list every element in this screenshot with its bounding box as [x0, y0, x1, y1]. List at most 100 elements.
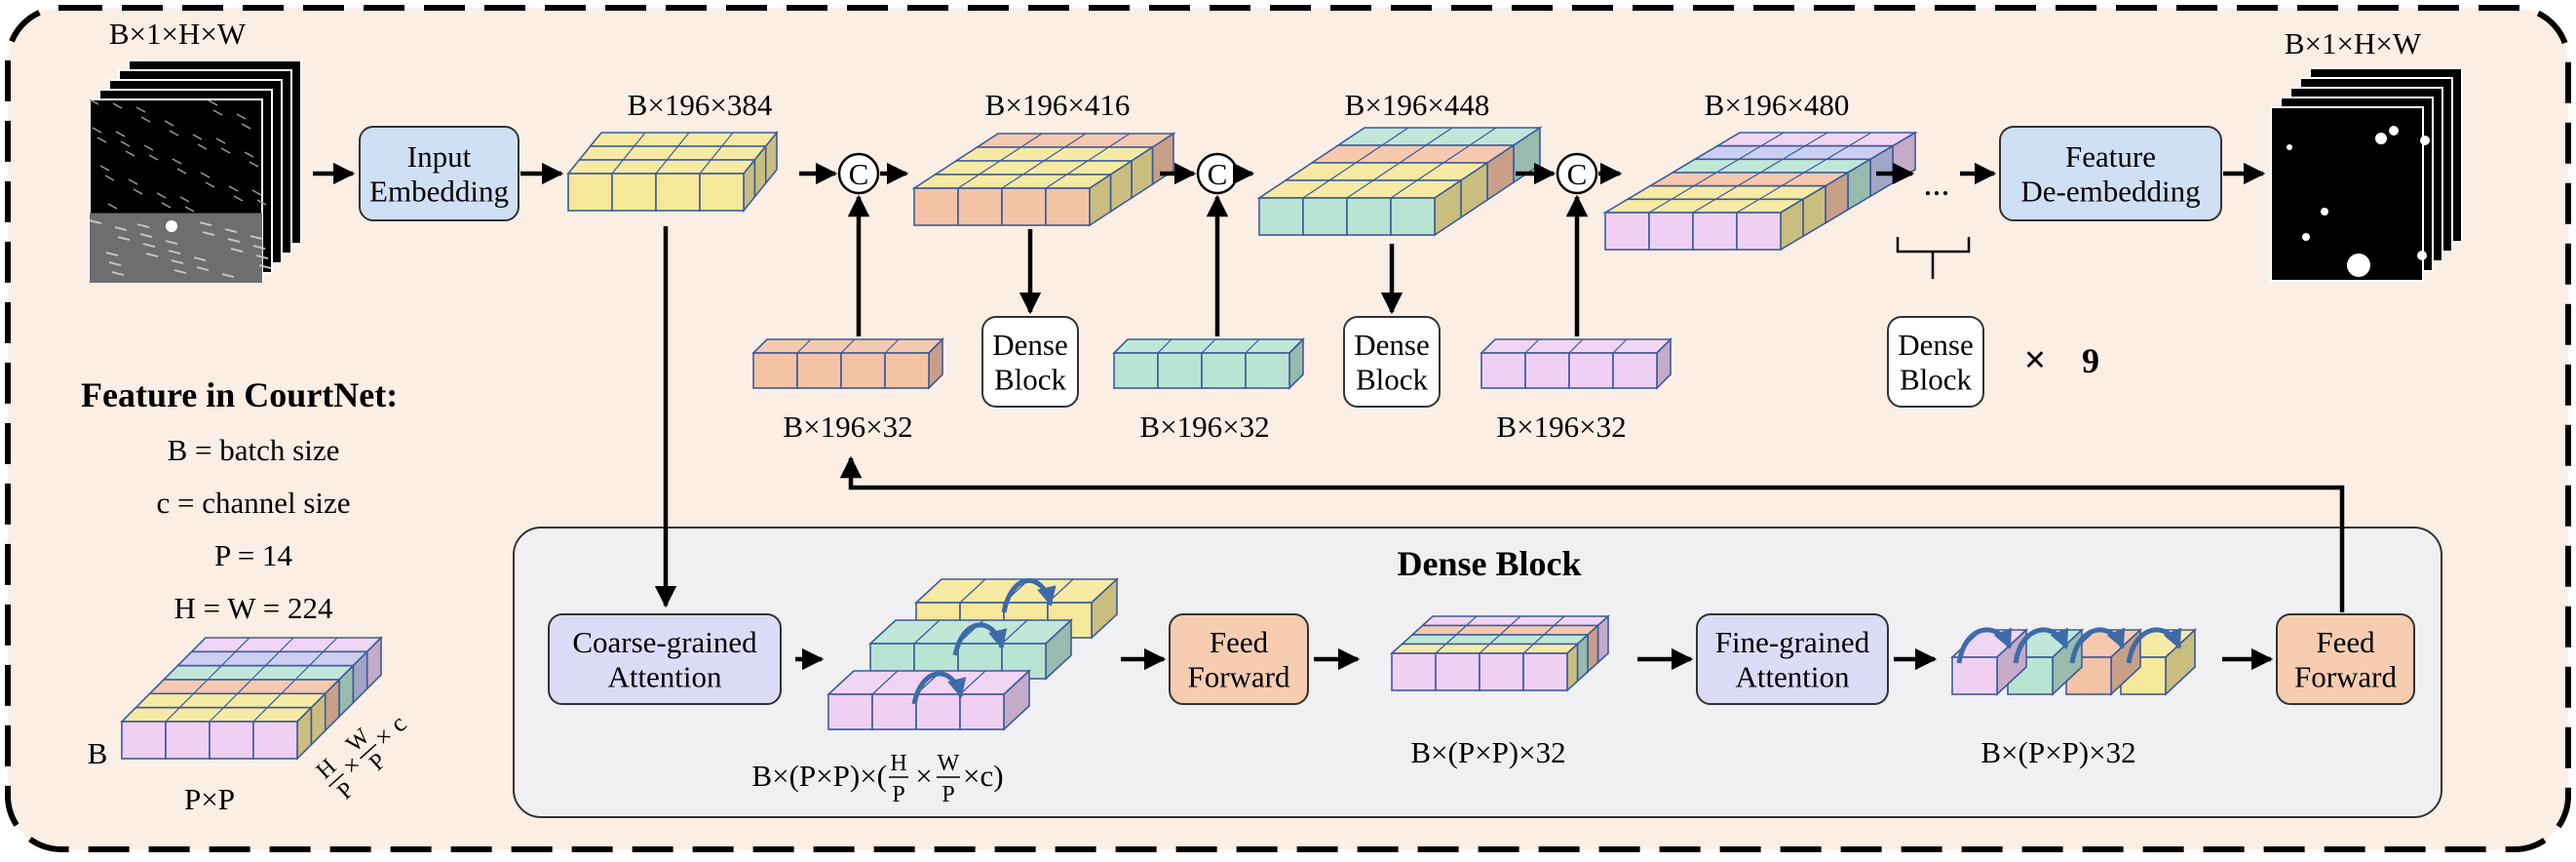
- tensor-grid-line: [1355, 144, 1383, 164]
- tensor-grid-line: [1848, 132, 1872, 147]
- tensor-grid-line: [1390, 179, 1418, 199]
- tensor-grid-line: [884, 338, 900, 354]
- tensor-grid-line: [1533, 634, 1545, 645]
- pp-shape-prefix: B×(P×P)×(: [751, 759, 887, 793]
- tensor-small-2: [1112, 337, 1305, 390]
- feed-forward-box-1-frame: [1169, 613, 1309, 705]
- dense-block-box-2-label: Dense: [1354, 328, 1429, 362]
- input-texture-streak: [244, 151, 254, 158]
- tensor-grid-line: [611, 159, 624, 175]
- fine-grained-attention-box-label: Fine-grained: [1715, 625, 1870, 659]
- tensor-front-cell: [1479, 652, 1524, 691]
- tensor-stack-middle: [867, 618, 1074, 681]
- feed-forward-box-2-frame: [2276, 613, 2415, 705]
- shape-label-480: B×196×480: [1705, 88, 1850, 122]
- input-texture-streak: [117, 236, 131, 242]
- tensor-grid-line: [1803, 158, 1827, 174]
- tensor-front-cell: [957, 187, 1003, 226]
- tensor-grid-line: [957, 174, 980, 189]
- shape-label-small-3: B×196×32: [1496, 410, 1626, 444]
- tensor-grid-line: [1522, 644, 1534, 654]
- tensor-small-3: [1480, 337, 1672, 390]
- tensor-grid-line: [193, 679, 209, 694]
- tensor-grid-line: [1425, 127, 1453, 146]
- output-image-stack: [2270, 67, 2463, 282]
- tensor-grid-line: [1087, 146, 1109, 162]
- tensor-front-cell: [871, 693, 917, 730]
- input-texture-streak: [233, 195, 244, 202]
- tensor-grid-line: [1372, 162, 1401, 181]
- input-shape-label: B×1×H×W: [109, 17, 247, 51]
- input-texture-streak: [256, 199, 267, 206]
- input-texture-streak: [215, 137, 226, 144]
- tensor-grid-line: [1524, 338, 1540, 354]
- tensor-grid-line: [710, 145, 723, 161]
- tensor-front-cell: [1157, 352, 1203, 389]
- coarse-grained-attention-box-frame: [548, 613, 782, 705]
- tensor-grid-line: [959, 578, 986, 604]
- legend-line-p: P = 14: [214, 538, 293, 572]
- input-embedding-box-label: Embedding: [369, 175, 509, 209]
- tensor-grid-line: [235, 637, 250, 652]
- tensor-front-cell: [1692, 212, 1738, 251]
- tensor-grid-line: [634, 132, 646, 147]
- feature-deembedding-box-frame: [1999, 126, 2222, 221]
- fine-attention-curve-4: [2126, 627, 2182, 664]
- tensor-grid-line: [1064, 133, 1087, 148]
- tensor-grid-line: [1738, 145, 1762, 160]
- input-texture-streak: [145, 253, 159, 258]
- coarse-attention-curve-1: [1001, 577, 1057, 613]
- frac-h-denominator: P: [892, 782, 904, 807]
- tensor-grid-line: [1782, 145, 1806, 160]
- input-texture-streak: [128, 178, 138, 185]
- dense-block-box-3-label: Block: [1900, 363, 1973, 397]
- arrow-feedforward-to-small: [839, 455, 2345, 612]
- tensor-grid-line: [1612, 338, 1628, 354]
- input-texture-streak: [164, 120, 174, 127]
- input-image-stack: [89, 59, 302, 284]
- input-texture-streak: [105, 252, 119, 257]
- tensor-grid-line: [1442, 144, 1471, 164]
- input-texture-streak: [108, 261, 122, 267]
- tensor-grid-line: [1399, 144, 1427, 164]
- tensor-grid-line: [1760, 132, 1785, 147]
- tensor-grid-line: [1066, 160, 1089, 176]
- tensor-grid-line: [699, 159, 711, 175]
- tensor-stack-front: [826, 669, 1032, 731]
- feed-forward-box-2-label: Forward: [2294, 660, 2398, 694]
- tensor-grid-line: [1693, 172, 1717, 187]
- input-texture-streak: [96, 137, 107, 143]
- legend-line-batch: B = batch size: [168, 433, 340, 467]
- input-texture-streak: [192, 134, 203, 140]
- dense-block-box-1-frame: [981, 316, 1079, 408]
- tensor-side-band: [1566, 642, 1579, 692]
- tensor-grid-line: [1001, 174, 1023, 189]
- dense-block-box-2-label: Block: [1356, 363, 1429, 397]
- input-texture-streak: [139, 233, 153, 239]
- tensor-grid-line: [308, 650, 325, 667]
- fine-attention-curve-3: [2069, 627, 2126, 664]
- ellipsis: ...: [1924, 164, 1950, 203]
- tensor-side-band: [1576, 633, 1589, 684]
- tensor-grid-line: [1302, 179, 1330, 199]
- input-texture-streak: [199, 221, 212, 227]
- shape-label-small-2: B×196×32: [1139, 410, 1269, 444]
- repeat-count: 9: [2082, 341, 2099, 380]
- tensor-grid-line: [1469, 127, 1497, 146]
- input-texture-streak: [236, 113, 247, 120]
- input-texture-streak: [255, 255, 269, 260]
- input-texture-streak: [136, 223, 150, 229]
- tensor-416: [911, 132, 1176, 227]
- tensor-grid-line: [1489, 634, 1501, 645]
- tensor-grid-line: [655, 159, 668, 175]
- output-white-dot: [2420, 136, 2430, 145]
- output-white-dot: [2417, 251, 2427, 260]
- tensor-grid-line: [677, 132, 690, 147]
- tensor-grid-line: [220, 650, 237, 667]
- input-texture-streak: [135, 106, 146, 113]
- tensor-front-cell: [1648, 212, 1694, 251]
- legend-line-channel: c = channel size: [156, 486, 350, 520]
